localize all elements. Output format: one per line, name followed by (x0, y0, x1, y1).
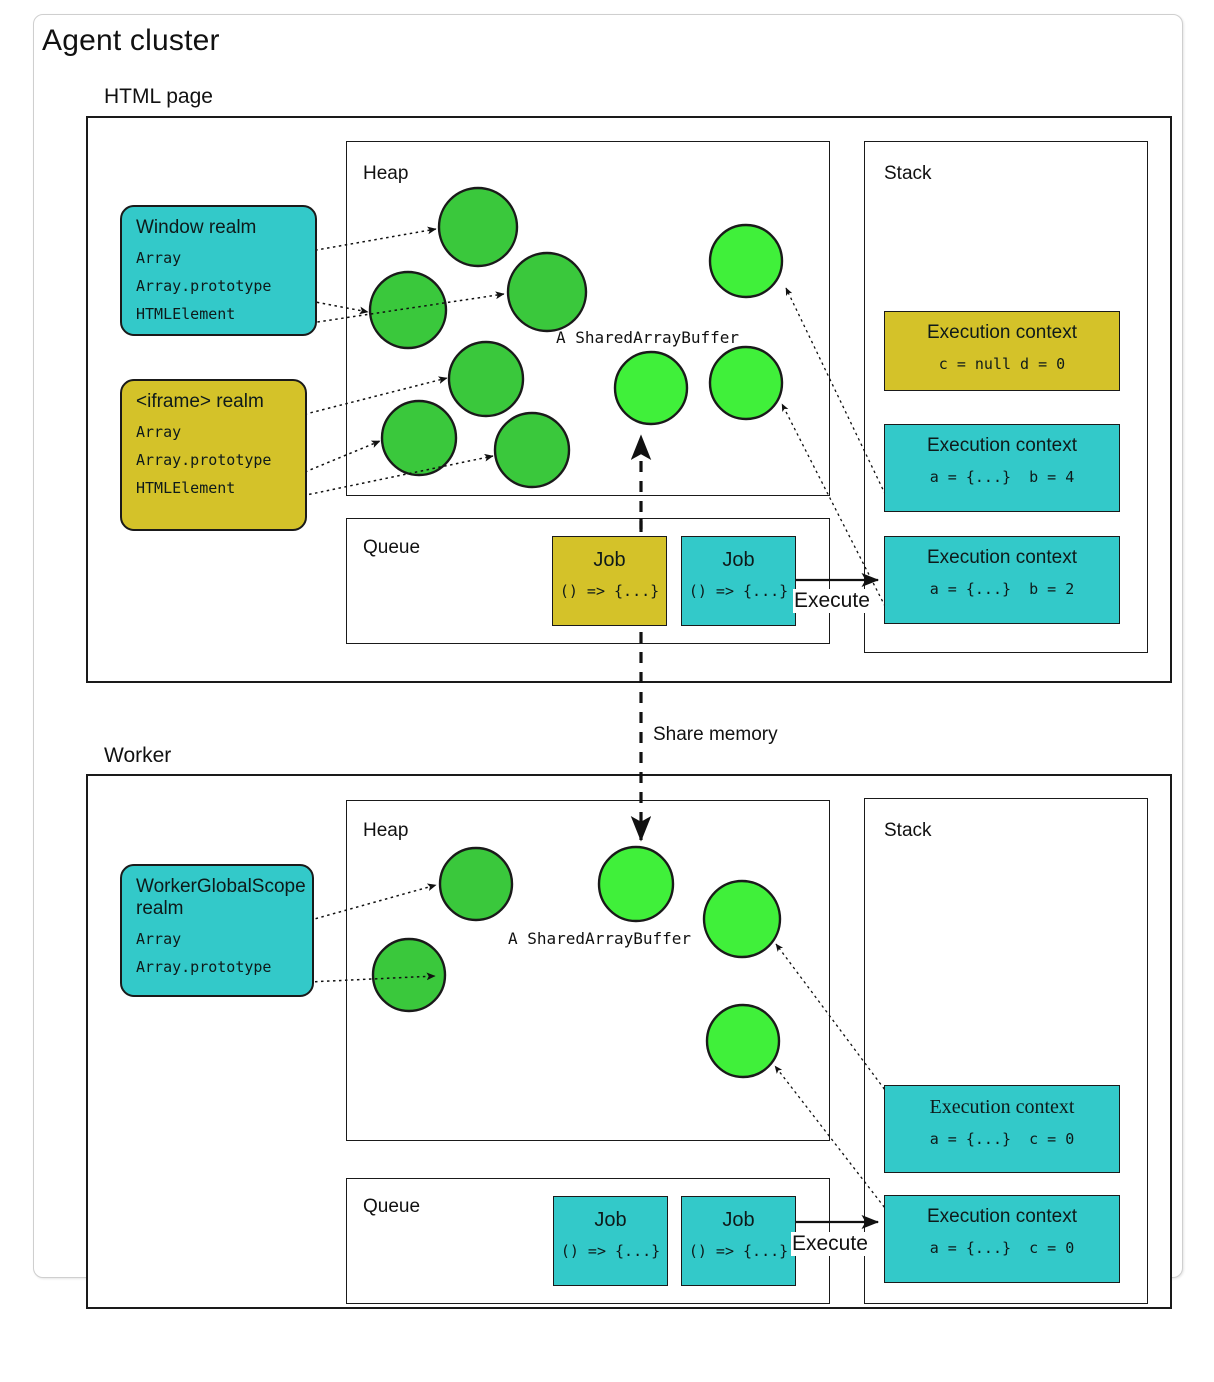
html-page-execution-context-2-title: Execution context (927, 435, 1077, 456)
worker-job-2[interactable]: Job () => {...} (681, 1196, 796, 1286)
html-page-execution-context-3-values: a = {...} b = 2 (929, 580, 1075, 598)
iframe-realm-title: <iframe> realm (136, 391, 264, 412)
window-realm-item-array: Array (136, 248, 182, 267)
share-memory-label: Share memory (653, 724, 778, 745)
html-page-sharedarraybuffer-label: A SharedArrayBuffer (556, 328, 740, 347)
worker-job-1[interactable]: Job () => {...} (553, 1196, 668, 1286)
html-page-job-1[interactable]: Job () => {...} (552, 536, 667, 626)
worker-execute-label: Execute (791, 1232, 869, 1256)
window-realm-item-htmlelement: HTMLElement (136, 304, 236, 323)
section-label-html-page: HTML page (104, 85, 213, 108)
worker-job-2-code: () => {...} (688, 1242, 789, 1260)
html-page-queue-label: Queue (363, 537, 421, 558)
html-page-heap-objects (368, 186, 784, 489)
workerglobalscope-realm-item-array: Array (136, 929, 182, 948)
html-page-job-2-code: () => {...} (688, 582, 789, 600)
workerglobalscope-realm-title: WorkerGlobalScope realm (136, 876, 306, 919)
html-page-job-2[interactable]: Job () => {...} (681, 536, 796, 626)
iframe-realm-item-array: Array (136, 422, 182, 441)
html-page-stack-to-heap-links (781, 287, 889, 613)
worker-execution-context-1[interactable]: Execution context a = {...} c = 0 (884, 1085, 1120, 1173)
iframe-realm-item-array-prototype: Array.prototype (136, 450, 272, 469)
html-page-execution-context-1[interactable]: Execution context c = null d = 0 (884, 311, 1120, 391)
html-page-job-2-title: Job (722, 549, 755, 571)
window-realm-box[interactable]: Window realm Array Array.prototype HTMLE… (120, 205, 317, 336)
worker-stack-to-heap-links (774, 943, 889, 1213)
html-page-heap-label: Heap (363, 163, 409, 184)
window-realm-item-array-prototype: Array.prototype (136, 276, 272, 295)
worker-execution-context-2-title: Execution context (927, 1206, 1077, 1227)
html-page-execution-context-2[interactable]: Execution context a = {...} b = 4 (884, 424, 1120, 512)
html-page-job-1-title: Job (593, 549, 626, 571)
html-page-execution-context-3-title: Execution context (927, 547, 1077, 568)
html-page-execution-context-2-values: a = {...} b = 4 (929, 468, 1075, 486)
html-page-stack-label: Stack (884, 163, 932, 184)
iframe-realm-box[interactable]: <iframe> realm Array Array.prototype HTM… (120, 379, 307, 531)
worker-heap-objects (371, 845, 782, 1079)
worker-execution-context-2[interactable]: Execution context a = {...} c = 0 (884, 1195, 1120, 1283)
window-realm-title: Window realm (136, 217, 257, 238)
worker-stack-label: Stack (884, 820, 932, 841)
workerglobalscope-realm-box[interactable]: WorkerGlobalScope realm Array Array.prot… (120, 864, 314, 997)
worker-heap-label: Heap (363, 820, 409, 841)
section-label-worker: Worker (104, 744, 172, 767)
html-page-execution-context-3[interactable]: Execution context a = {...} b = 2 (884, 536, 1120, 624)
worker-realm-links (199, 883, 437, 983)
worker-execution-context-2-values: a = {...} c = 0 (929, 1239, 1075, 1257)
html-page-job-1-code: () => {...} (559, 582, 660, 600)
worker-job-1-title: Job (594, 1209, 627, 1231)
workerglobalscope-realm-item-array-prototype: Array.prototype (136, 957, 272, 976)
worker-execution-context-1-title: Execution context (929, 1096, 1075, 1118)
html-page-execution-context-1-title: Execution context (927, 322, 1077, 343)
iframe-realm-item-htmlelement: HTMLElement (136, 478, 236, 497)
worker-execution-context-1-values: a = {...} c = 0 (929, 1130, 1075, 1148)
page-title: Agent cluster (42, 24, 220, 57)
worker-sharedarraybuffer-label: A SharedArrayBuffer (508, 929, 692, 948)
html-page-execution-context-1-values: c = null d = 0 (938, 355, 1066, 373)
execute-arrows (793, 572, 880, 1230)
worker-job-1-code: () => {...} (560, 1242, 661, 1260)
worker-queue-label: Queue (363, 1196, 421, 1217)
html-page-execute-label: Execute (793, 589, 871, 613)
worker-job-2-title: Job (722, 1209, 755, 1231)
